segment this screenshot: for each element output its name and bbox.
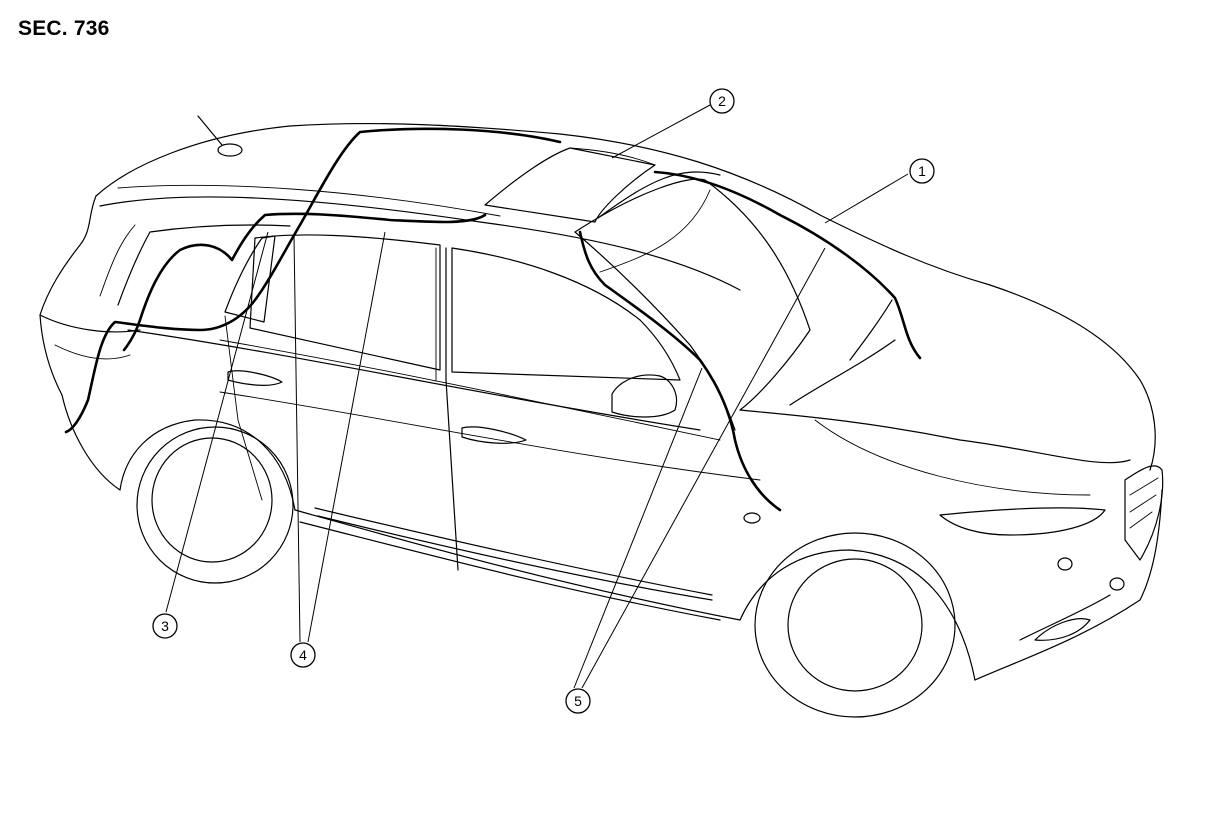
- callout-2: 2: [709, 88, 735, 114]
- callout-1-number: 1: [918, 163, 926, 179]
- vehicle-body-outline: [39, 115, 1164, 718]
- callout-4-number: 4: [299, 647, 307, 663]
- section-code: SEC. 736: [18, 17, 110, 40]
- callout-5-number: 5: [574, 693, 582, 709]
- drain-hose-lines: [64, 127, 922, 512]
- callout-1: 1: [909, 158, 935, 184]
- callout-5: 5: [565, 688, 591, 714]
- callout-3-number: 3: [161, 618, 169, 634]
- callout-leaders: [165, 104, 909, 689]
- callout-2-number: 2: [718, 93, 726, 109]
- callout-4: 4: [290, 642, 316, 668]
- callout-3: 3: [152, 613, 178, 639]
